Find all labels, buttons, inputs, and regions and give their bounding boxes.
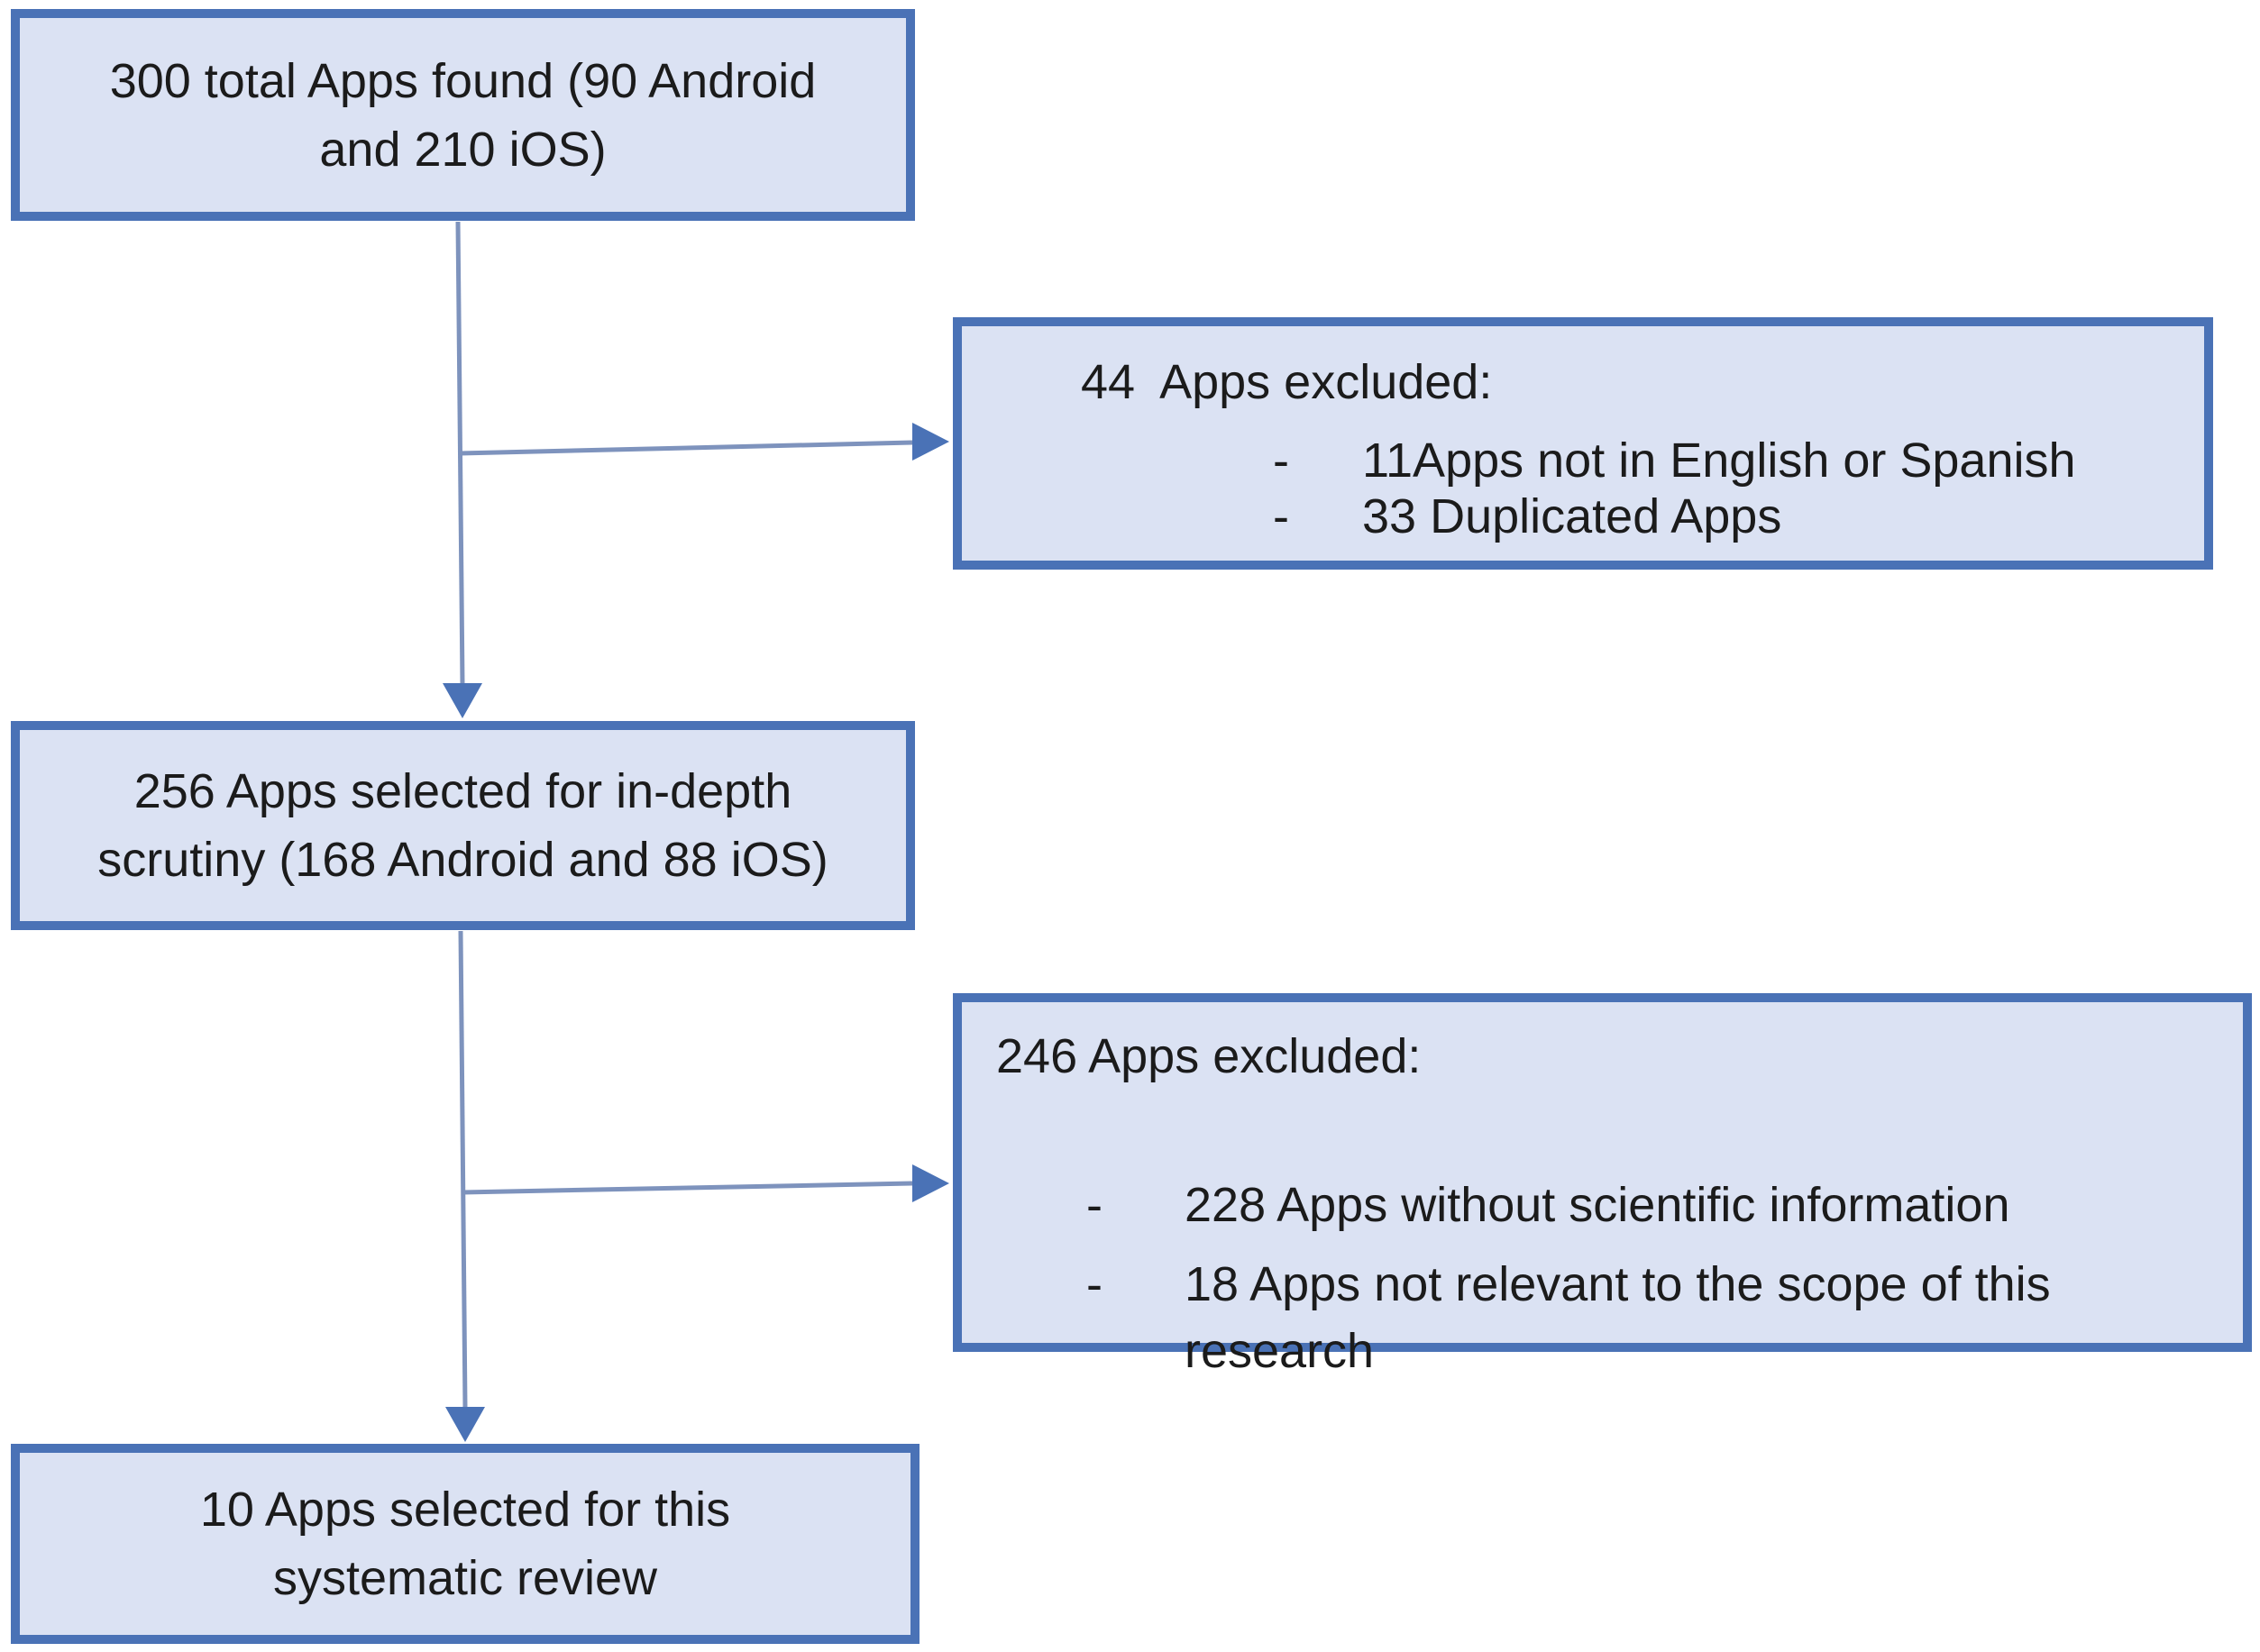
step-label-line: scrutiny (168 Android and 88 iOS)	[97, 833, 828, 887]
exclusion2-item-text: 228 Apps without scientific information	[1185, 1178, 2010, 1232]
step-label-line: 10 Apps selected for this	[199, 1483, 731, 1537]
arrowhead-into-step3	[445, 1407, 485, 1442]
exclusion1-list: - 11Apps not in English or Spanish - 33 …	[962, 433, 2204, 544]
box-total-apps-found: 300 total Apps found (90 Android and 210…	[11, 9, 915, 221]
step-label-line: 256 Apps selected for in-depth	[133, 764, 792, 818]
exclusion1-heading: 44 Apps excluded:	[1081, 355, 1493, 409]
bullet-dash: -	[1086, 1178, 1103, 1232]
step-label-line: systematic review	[272, 1551, 658, 1605]
connector-step1-to-exclusion1	[459, 440, 913, 456]
exclusion2-item-text: 18 Apps not relevant to the scope of thi…	[1185, 1257, 2051, 1378]
bullet-dash: -	[1273, 489, 1289, 543]
box-apps-selected-final: 10 Apps selected for this systematic rev…	[11, 1444, 920, 1644]
connector-step2-to-exclusion2	[462, 1181, 913, 1195]
connector-step1-to-step2	[455, 221, 465, 686]
arrowhead-into-step2	[443, 683, 482, 718]
box-apps-excluded-indepth: 246 Apps excluded: - 228 Apps without sc…	[953, 993, 2252, 1378]
list-item: - 18 Apps not relevant to the scope of t…	[962, 1251, 2243, 1384]
box-apps-selected-scrutiny: 256 Apps selected for in-depth scrutiny …	[11, 721, 915, 930]
bullet-dash: -	[1273, 434, 1289, 488]
exclusion2-list: - 228 Apps without scientific informatio…	[962, 1172, 2243, 1384]
exclusion1-item-text: 11Apps not in English or Spanish	[1362, 434, 2076, 488]
list-item: - 11Apps not in English or Spanish	[962, 433, 2204, 488]
list-item: - 228 Apps without scientific informatio…	[962, 1172, 2243, 1238]
exclusion1-item-text: 33 Duplicated Apps	[1362, 489, 1782, 543]
arrowhead-into-exclusion1	[912, 423, 949, 461]
list-item: - 33 Duplicated Apps	[962, 488, 2204, 544]
step-label-line: and 210 iOS)	[319, 122, 607, 177]
bullet-dash: -	[1086, 1257, 1103, 1311]
step-label-line: 300 total Apps found (90 Android	[109, 53, 817, 108]
arrowhead-into-exclusion2	[912, 1164, 949, 1202]
exclusion2-heading: 246 Apps excluded:	[996, 1029, 1422, 1083]
connector-step2-to-step3	[458, 930, 468, 1410]
box-apps-excluded-initial: 44 Apps excluded: - 11Apps not in Englis…	[953, 317, 2213, 570]
